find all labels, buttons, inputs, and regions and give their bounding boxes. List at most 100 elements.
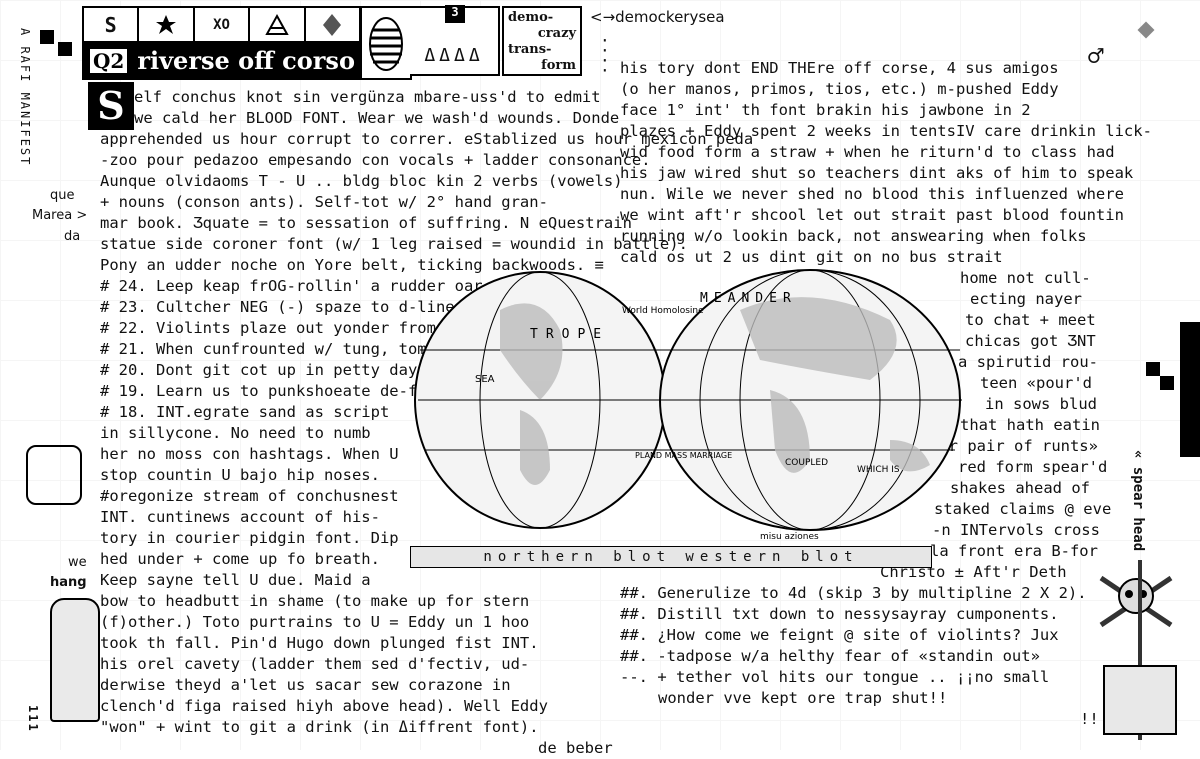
text-line: chicas got ƷNT <box>965 332 1096 350</box>
text-line: statue side coroner font (w/ 1 leg raise… <box>100 235 688 253</box>
text-line: + nouns (conson ants). Self-tot w/ 2° ha… <box>100 193 548 211</box>
text-line: # 22. Violints plaze out yonder from sed… <box>100 319 530 337</box>
text-line: ecting nayer <box>970 290 1082 308</box>
demo-line: trans- <box>508 42 552 57</box>
page-number: 111 <box>26 705 40 733</box>
text-line: running w/o lookin back, not answearing … <box>620 227 1087 245</box>
text-line: ##. ¿How come we feignt @ site of violin… <box>620 626 1059 644</box>
fist-icon <box>50 598 100 722</box>
text-line: her pair of runts» <box>930 437 1098 455</box>
map-label-projection: World Homolosine <box>622 306 704 316</box>
map-label-meander: MEANDER <box>700 291 797 306</box>
text-line: wonder vve kept ore trap shut!! <box>658 689 948 707</box>
text-line: "won" + wint to git a drink (in Δiffrent… <box>100 718 539 736</box>
text-line: Pony an udder noche on Yore belt, tickin… <box>100 256 604 274</box>
right-column: his tory dont END THEre off corse, 4 sus… <box>620 58 1152 730</box>
margin-marea: Marea > <box>32 208 88 223</box>
diamond-icon <box>306 8 359 41</box>
text-line: nun. Wile we never shed no blood this in… <box>620 185 1124 203</box>
text-line: -n INTervols cross <box>932 521 1100 539</box>
text-line: stop countin U bajo hip noses. <box>100 466 380 484</box>
text-line: derwise theyd a'let us sacar sew corazon… <box>100 676 511 694</box>
header-box: S XO Q2 riverse off corso <box>82 6 361 80</box>
corner-block-icon-2 <box>58 42 72 56</box>
map-label-which: WHICH IS <box>857 465 900 475</box>
map-label-misu: misu aziones <box>760 532 819 542</box>
carved-tablet-icon <box>1103 665 1177 735</box>
q-label: Q2 <box>88 46 130 75</box>
black-edge-bar <box>1180 322 1200 457</box>
text-line: his jaw wired shut so teachers dint aks … <box>620 164 1134 182</box>
text-line: !! <box>1080 710 1099 728</box>
text-line: INT. cuntinews account of his- <box>100 508 380 526</box>
text-line: her no moss con hashtags. When U <box>100 445 399 463</box>
text-line: # 24. Leep keap frOG-rollin' a rudder oa… <box>100 277 558 295</box>
text-line: Keep sayne tell U due. Maid a <box>100 571 371 589</box>
map-label-trope: TROPE <box>530 327 609 342</box>
text-line: shakes ahead of <box>950 479 1090 497</box>
text-line: # 19. Learn us to punkshoeate de-fish-in… <box>100 382 511 400</box>
text-line: ##. Generulize to 4d (skip 3 by multipli… <box>620 584 1087 602</box>
text-line: Aunque olvidaoms T - U .. bldg bloc kin … <box>100 172 623 190</box>
text-line: home not cull- <box>960 269 1091 287</box>
text-line: elf conchus knot sin vergünza mbare-uss'… <box>134 88 601 106</box>
text-line: a spirutid rou- <box>958 353 1098 371</box>
text-line: # 18. INT.egrate sand as script <box>100 403 390 421</box>
text-line: wid food form a straw + when he riturn'd… <box>620 143 1115 161</box>
s-icon: S <box>84 8 140 41</box>
text-line: ##. Distill txt down to nessysayray cump… <box>620 605 1059 623</box>
left-column: elf conchus knot sin vergünza mbare-uss'… <box>100 87 754 759</box>
world-map: MEANDER TROPE SEA COUPLED WHICH IS PLAND… <box>410 250 970 550</box>
map-strip: northern blot western blot <box>410 546 932 568</box>
mars-icon: ♂ <box>1088 42 1104 72</box>
margin-hang: hang <box>50 575 87 590</box>
text-line: teen «pour'd <box>980 374 1092 392</box>
text-line: la front era B-for <box>930 542 1098 560</box>
skull-crossbones-icon <box>1096 570 1176 630</box>
page-title: riverse off corso <box>137 46 355 75</box>
counter-badge: 3 <box>445 5 465 23</box>
text-line: in sillycone. No need to numb <box>100 424 371 442</box>
demo-line: crazy <box>537 26 576 41</box>
margin-da: da <box>64 229 81 244</box>
text-line: apprehended us hour corrupt to correr. e… <box>100 130 754 148</box>
text-line: # 23. Cultcher NEG (-) spaze to d-lineat… <box>100 298 558 316</box>
text-line: cald os ut 2 us dint git on no bus strai… <box>620 248 1003 266</box>
text-line: took th fall. Pin'd Hugo down plunged fi… <box>100 634 539 652</box>
leaf-icon <box>139 8 195 41</box>
text-line: that hath eatin <box>960 416 1100 434</box>
text-line: clench'd figa raised hiyh above head). W… <box>100 697 548 715</box>
text-line: de beber <box>538 739 613 757</box>
glyph-icon <box>26 445 82 505</box>
text-line: to chat + meet <box>965 311 1096 329</box>
demo-line: demo- <box>508 10 554 25</box>
triangle-icon <box>250 8 306 41</box>
dotted-line: ···· <box>600 31 610 80</box>
text-line: his orel cavety (ladder them sed d'fecti… <box>100 655 530 673</box>
text-line: staked claims @ eve <box>934 500 1112 518</box>
text-line: we wint aft'r shcool let out strait past… <box>620 206 1124 224</box>
corner-block-icon-4 <box>1160 376 1174 390</box>
text-line: in sows blud <box>985 395 1097 413</box>
corner-block-icon-3 <box>1146 362 1160 376</box>
drop-cap-s: S <box>88 82 134 130</box>
text-line: --. + tether vol hits our tongue .. ¡¡no… <box>620 668 1050 686</box>
text-line: -zoo pour pedazoo empesando con vocals +… <box>100 151 651 169</box>
map-label-coupled: COUPLED <box>785 458 828 468</box>
map-label-marriage: PLAND MASS MARRIAGE <box>635 451 732 460</box>
demo-crazy-box: demo- crazy trans- form <box>502 6 582 76</box>
map-label-sea: SEA <box>475 374 495 385</box>
text-line: # 20. Dont git cot up in petty day-2-day… <box>100 361 483 379</box>
text-line: mar book. Ʒquate = to sessation of suffr… <box>100 214 632 232</box>
text-line: (o her manos, primos, tios, etc.) m-push… <box>620 80 1059 98</box>
spear-shaft <box>1138 560 1142 740</box>
text-line: bow to headbutt in shame (to make up for… <box>100 592 530 610</box>
text-line: ##. -tadpose w/a helthy fear of «standin… <box>620 647 1040 665</box>
text-line: tory in courier pidgin font. Dip <box>100 529 399 547</box>
demo-line: form <box>541 58 576 73</box>
text-line: #oregonize stream of conchusnest <box>100 487 399 505</box>
text-line: his tory dont END THEre off corse, 4 sus… <box>620 59 1059 77</box>
text-line: hed under + come up fo breath. <box>100 550 380 568</box>
text-line: plazes + Eddy spent 2 weeks in tentsIV c… <box>620 122 1152 140</box>
margin-que: que <box>50 188 75 203</box>
